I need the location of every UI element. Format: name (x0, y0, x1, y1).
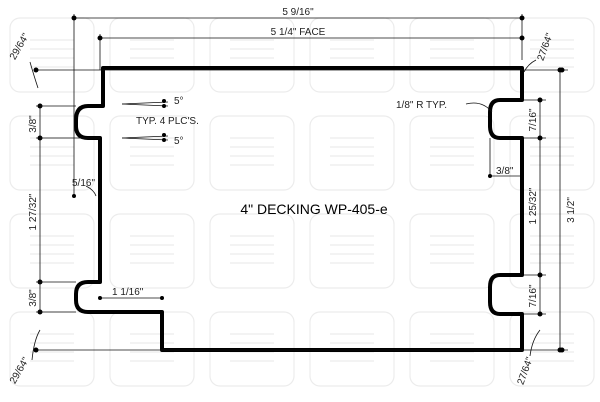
left-lower-notch-label: 3/8" (28, 289, 39, 307)
dim-dot (537, 272, 543, 278)
dim-dot (537, 97, 543, 103)
watermark-tile (409, 115, 495, 191)
angle-bottom-label: 5° (174, 136, 184, 147)
dim-dot (71, 15, 77, 21)
bottom-step-label: 1 1/16" (112, 287, 144, 298)
watermark-tile (509, 115, 595, 191)
watermark-tile (309, 213, 395, 289)
bottom-left-offset-label: 29/64" (8, 355, 32, 386)
top-left-offset-label: 29/64" (8, 31, 32, 62)
watermark-tile (209, 115, 295, 191)
dim-dot (537, 135, 543, 141)
watermark-tile (109, 213, 195, 289)
dim-dot (98, 194, 102, 198)
left-upper-notch-label: 3/8" (28, 115, 39, 133)
dim-dot (537, 311, 543, 317)
drawing-title: 4" DECKING WP-405-e (240, 201, 388, 217)
right-lower-label: 7/16" (528, 284, 539, 307)
angle-line-bottom-a (121, 135, 169, 139)
dim-dot (520, 174, 524, 178)
watermark-tile (9, 17, 95, 93)
dim-dot (488, 174, 492, 178)
watermark-tile (409, 17, 495, 93)
dim-dot (162, 138, 166, 142)
right-upper-label: 7/16" (528, 108, 539, 131)
angle-line-top-b (121, 103, 169, 107)
watermark-tile (109, 17, 195, 93)
watermark-tile (209, 213, 295, 289)
watermark-tile (109, 115, 195, 191)
watermark-pattern (9, 17, 595, 387)
angle-line-bottom-b (121, 137, 169, 141)
overall-height-label: 3 1/2" (566, 197, 577, 223)
dim-dot (33, 347, 39, 353)
bottom-right-offset-label: 27/64" (516, 355, 536, 386)
typ-note-label: TYP. 4 PLC'S. (136, 116, 199, 127)
dim-dot (162, 133, 166, 137)
watermark-tile (409, 213, 495, 289)
angle-top-label: 5° (174, 96, 184, 107)
dim-dot (519, 15, 525, 21)
dim-dot (557, 67, 563, 73)
dim-dot (557, 347, 563, 353)
watermark-tile (9, 213, 95, 289)
leader-line (529, 329, 541, 357)
dim-dot (72, 194, 76, 198)
angle-line-top-a (121, 101, 169, 105)
watermark-tile (309, 115, 395, 191)
dim-dot (162, 104, 166, 108)
face-width-label: 5 1/4" FACE (271, 27, 326, 38)
leader-line (31, 329, 41, 361)
dim-dot (162, 99, 166, 103)
overall-width-label: 5 9/16" (282, 7, 314, 18)
leader-line (29, 61, 39, 89)
leader-line (85, 185, 97, 197)
watermark-tile (509, 17, 595, 93)
dim-dot (160, 296, 164, 300)
left-middle-label: 1 27/32" (28, 193, 39, 230)
radius-note-label: 1/8" R TYP. (396, 100, 447, 111)
right-middle-label: 1 25/32" (528, 187, 539, 224)
dim-dot (97, 35, 103, 41)
right-notch-depth-label: 3/8" (496, 166, 514, 177)
leader-line (465, 102, 493, 113)
left-inset-label: 5/16" (72, 178, 95, 189)
dim-dot (98, 296, 102, 300)
dim-dot (519, 35, 525, 41)
leader-line (523, 59, 537, 73)
dim-dot (33, 67, 39, 73)
watermark-tile (9, 115, 95, 191)
watermark-tile (509, 213, 595, 289)
